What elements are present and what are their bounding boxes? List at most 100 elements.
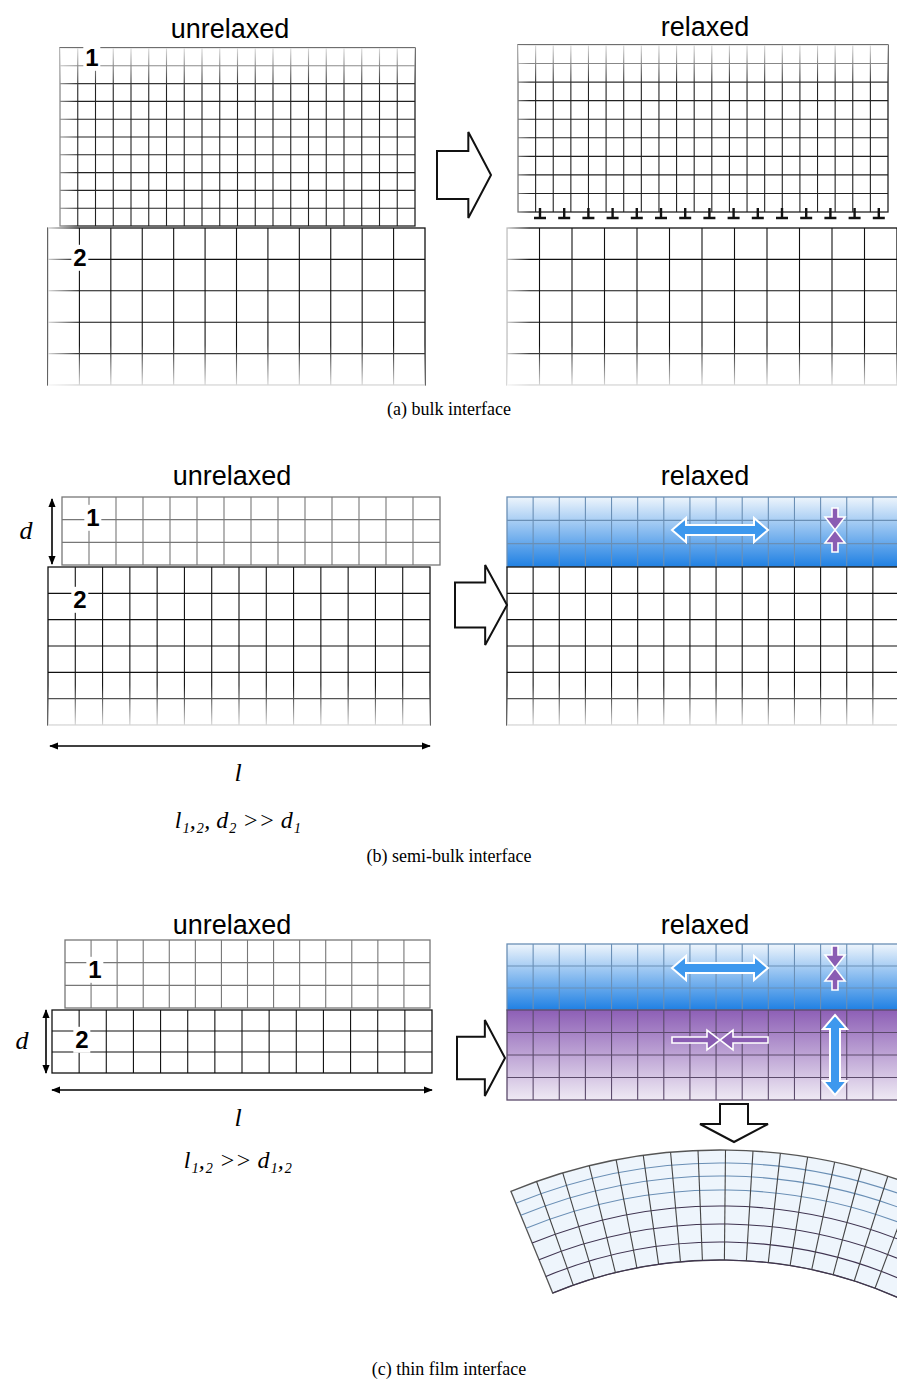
lattice-grid (507, 944, 897, 1010)
lattice-grid (48, 567, 430, 725)
edge-fade (48, 685, 430, 726)
edge-fade (48, 48, 78, 386)
lattice-line (518, 119, 888, 120)
lattice-line (65, 940, 430, 1008)
lattice-line (169, 940, 170, 1008)
lattice-line (52, 1030, 432, 1031)
dimension-label: l (234, 759, 241, 788)
lattice-line (48, 290, 425, 291)
lattice-line (269, 1010, 270, 1073)
lattice-line (724, 1150, 725, 1260)
lattice-line (790, 1157, 808, 1266)
lattice-line (325, 940, 326, 1008)
edge-fade (48, 345, 425, 386)
lattice-line (507, 619, 897, 620)
process-arrow (437, 132, 491, 218)
lattice-line (537, 1181, 574, 1285)
lattice-line (52, 1051, 432, 1052)
lattice-line (526, 1190, 897, 1234)
lattice-line (585, 497, 586, 567)
lattice-line (532, 1206, 897, 1249)
lattice-line (812, 1162, 835, 1270)
edge-fade (505, 45, 530, 386)
lattice-line (60, 154, 415, 155)
lattice-line (115, 497, 116, 565)
dislocation-symbol (752, 208, 764, 218)
lattice-line (507, 259, 897, 260)
lattice-line (60, 136, 415, 137)
lattice-line (299, 940, 300, 1008)
lattice-line (48, 672, 430, 673)
lattice-line (518, 137, 888, 138)
dislocation-symbol (534, 208, 546, 218)
lattice-line (65, 962, 430, 963)
lattice-line (250, 497, 251, 565)
edge-fade (507, 345, 897, 386)
lattice-line (60, 172, 415, 173)
lattice-line (637, 497, 638, 567)
lattice-grid (507, 1010, 897, 1100)
lattice-line (351, 940, 352, 1008)
dimension-lines (46, 499, 432, 1090)
dislocation-symbol (655, 208, 667, 218)
layer-number: 2 (71, 245, 88, 271)
lattice-line (846, 944, 847, 1010)
lattice-line (742, 944, 743, 1010)
lattice-line (143, 940, 144, 1008)
lattice-grid (518, 45, 888, 212)
dislocation-symbol (849, 208, 861, 218)
lattice-line (518, 193, 888, 194)
lattice-line (872, 944, 873, 1010)
strain-arrow (672, 956, 768, 980)
lattice-line (385, 497, 386, 565)
condition-formula: l₁,₂, d₂ >> d₁ (175, 807, 301, 833)
lattice-line (48, 593, 430, 594)
dislocation-symbol (776, 208, 788, 218)
strain-arrow (672, 1030, 768, 1050)
lattice-line (48, 645, 430, 646)
lattice-line (160, 1010, 161, 1073)
layer-number: 1 (84, 505, 101, 531)
lattice-grid (62, 497, 440, 565)
lattice-line (553, 1260, 897, 1298)
lattice-line (671, 1152, 681, 1262)
dislocation-symbol (631, 208, 643, 218)
lattice-grid (507, 497, 897, 567)
lattice-line (794, 497, 795, 567)
lattice-line (507, 944, 897, 1010)
lattice-line (854, 1176, 888, 1281)
lattice-line (48, 619, 430, 620)
lattice-line (507, 322, 897, 323)
dislocation-symbol (558, 208, 570, 218)
lattice-line (768, 1153, 780, 1262)
dimension-label: d (20, 517, 33, 546)
lattice-line (516, 1163, 897, 1210)
lattice-line (663, 497, 664, 567)
dislocation-symbol (800, 208, 812, 218)
dimension-arrow (45, 1010, 47, 1073)
lattice-line (507, 593, 897, 594)
subfigure-caption: (c) thin film interface (372, 1360, 526, 1380)
lattice-line (698, 1150, 702, 1260)
lattice-line (611, 944, 612, 1010)
subfigure-caption: (a) bulk interface (387, 400, 511, 420)
lattice-grid (507, 228, 897, 385)
lattice-line (820, 944, 821, 1010)
lattice-line (507, 290, 897, 291)
edge-fade (507, 685, 897, 726)
lattice-line (794, 944, 795, 1010)
dislocation-symbol (607, 208, 619, 218)
lattice-line (833, 1168, 861, 1274)
lattice-line (611, 497, 612, 567)
edge-fade (518, 45, 888, 85)
lattice-line (585, 944, 586, 1010)
lattice-line (247, 940, 248, 1008)
dislocation-symbol (728, 208, 740, 218)
dislocation-symbol (873, 208, 885, 218)
lattice-line (404, 1010, 405, 1073)
strain-arrow (825, 946, 845, 990)
lattice-line (518, 174, 888, 175)
lattice-line (507, 672, 897, 673)
lattice-line (518, 100, 888, 101)
panel-title: relaxed (661, 911, 750, 941)
